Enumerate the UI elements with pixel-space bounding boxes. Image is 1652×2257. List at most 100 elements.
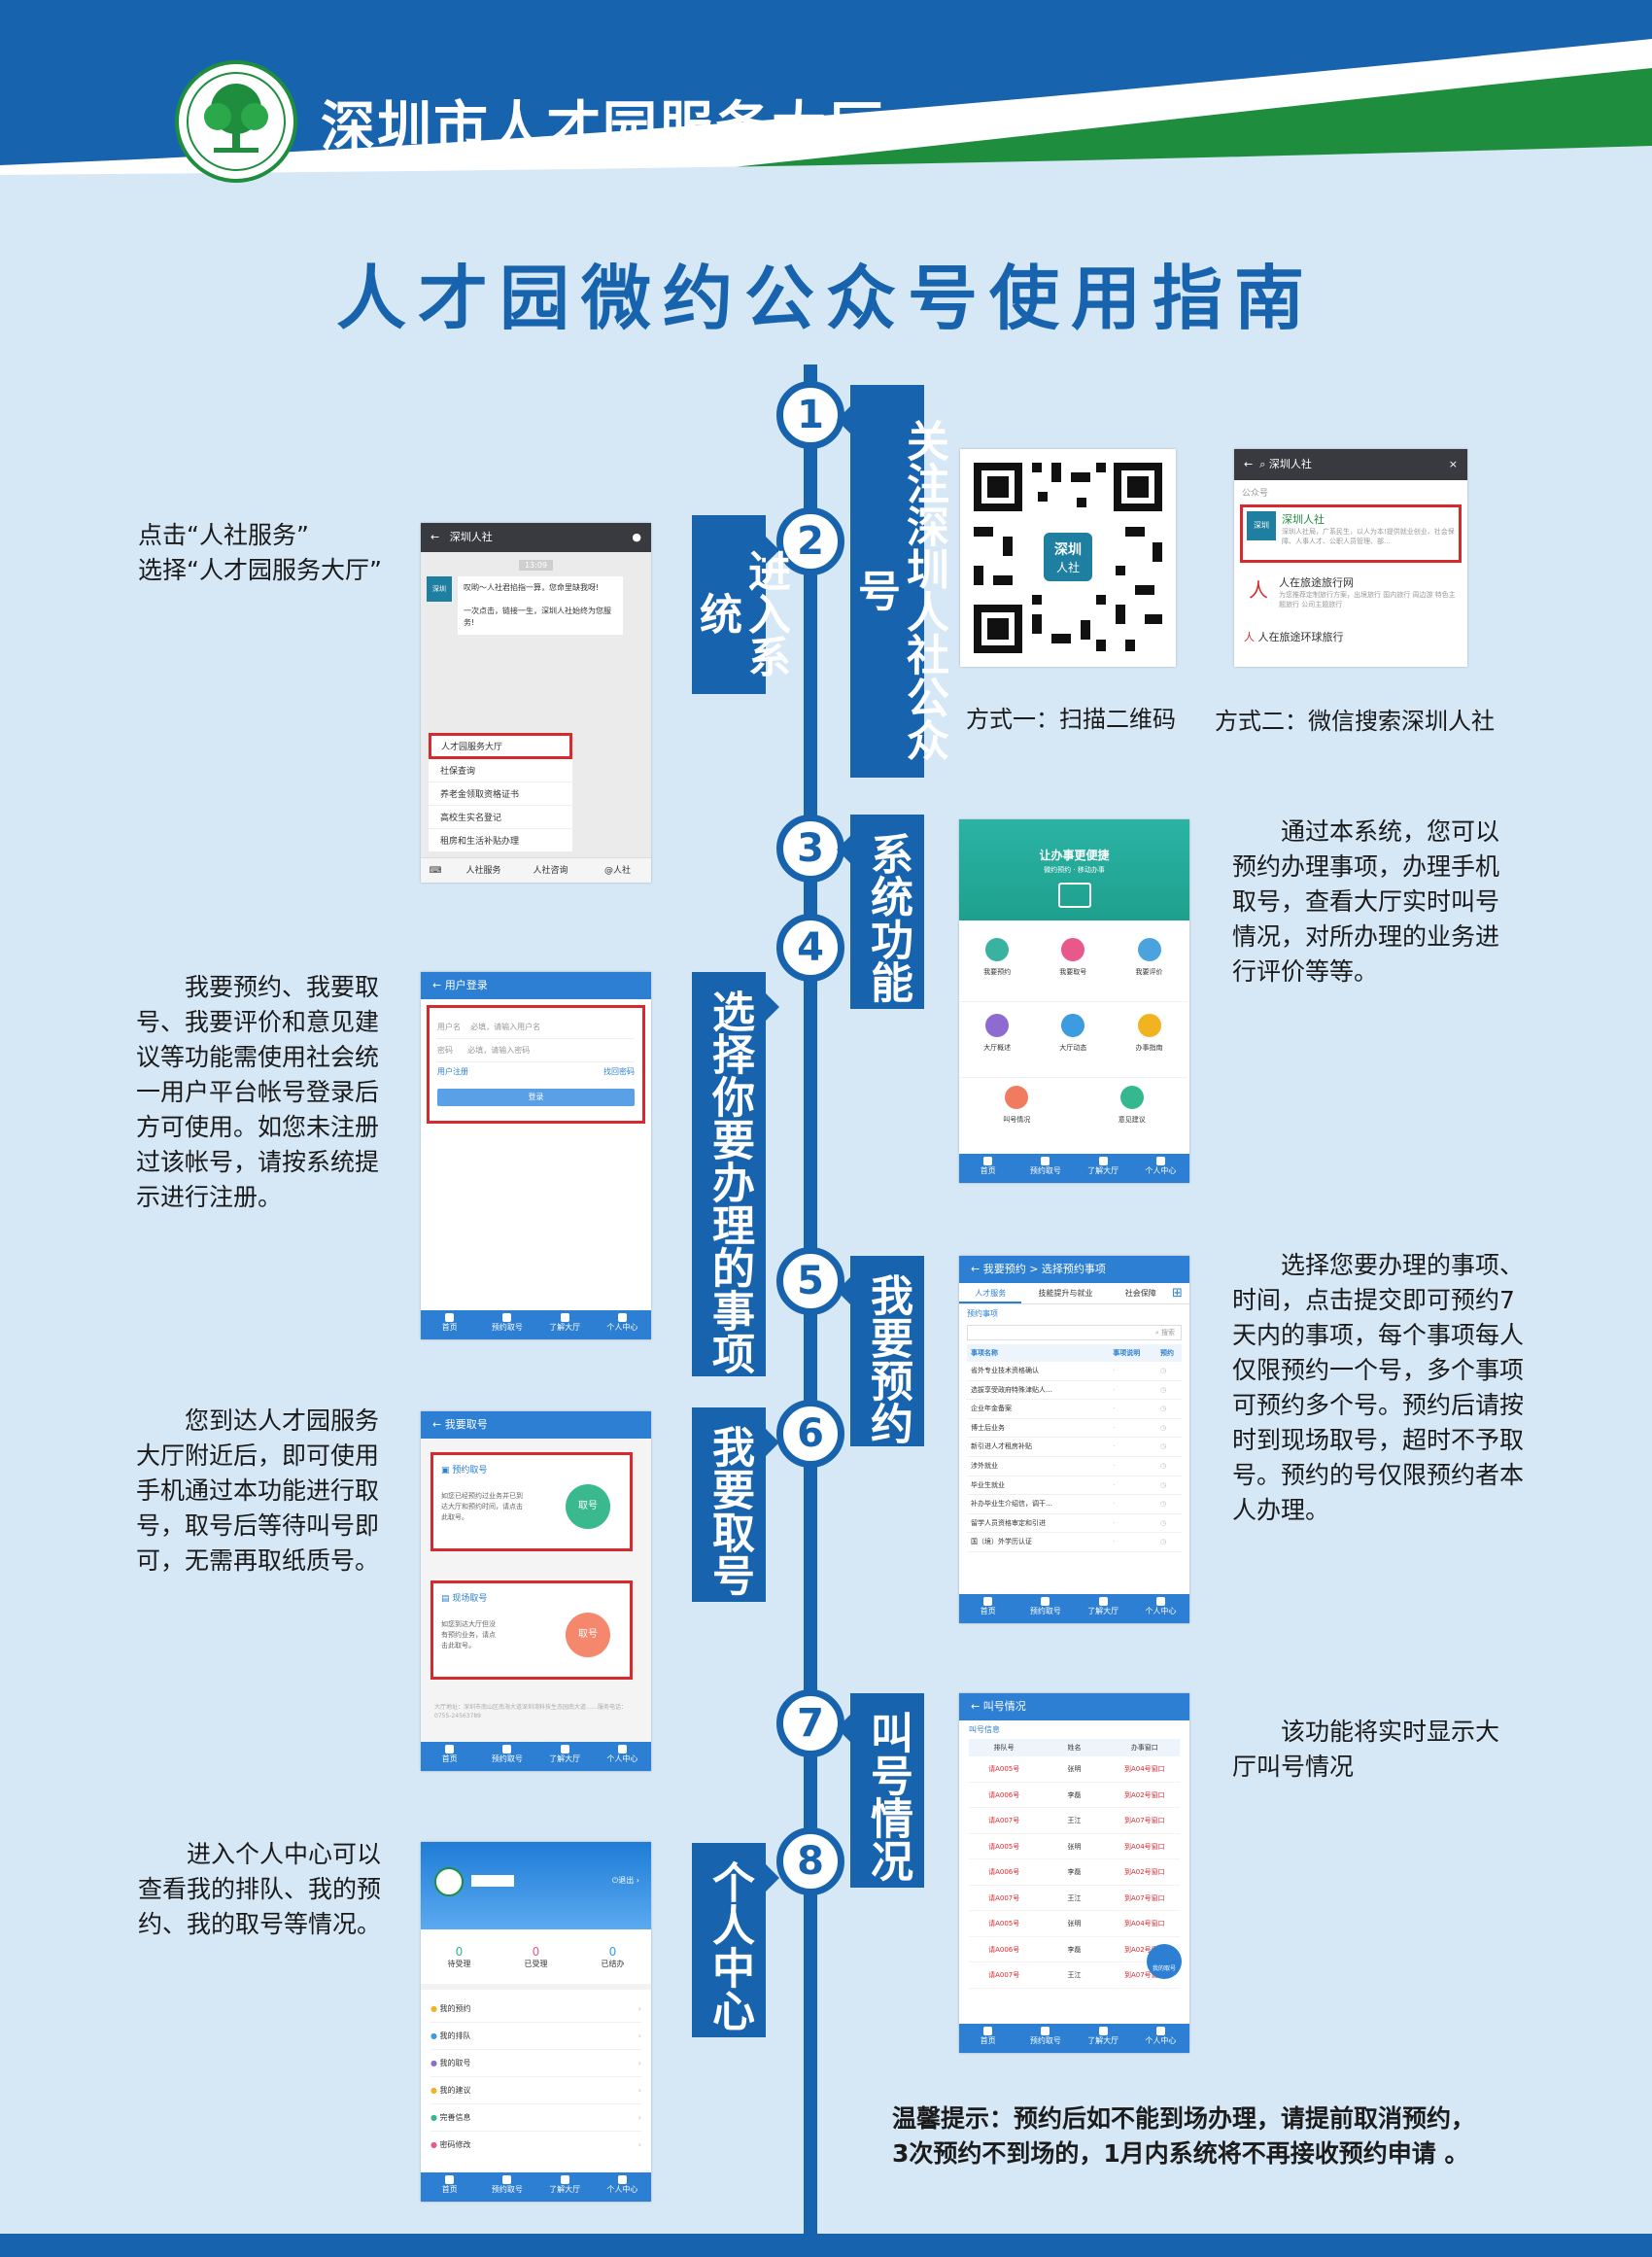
menu-password[interactable]: ● 密码修改› <box>430 2132 641 2159</box>
tab-hall[interactable]: 了解大厅 <box>536 1310 594 1339</box>
tab-profile[interactable]: 个人中心 <box>594 2172 651 2202</box>
menu-my-number[interactable]: ● 我的取号› <box>430 2050 641 2077</box>
home-item-evaluate[interactable]: 我要评价 <box>1111 926 1187 1002</box>
table-row[interactable]: 选拔享受政府特殊津贴人…·◷ <box>967 1381 1182 1401</box>
keyboard-icon[interactable]: ⌨ <box>429 866 442 876</box>
clock-icon[interactable]: ◷ <box>1160 1385 1167 1394</box>
tab-home[interactable]: 首页 <box>421 2172 478 2202</box>
queue-icon: ● <box>430 2031 437 2040</box>
tab-hall[interactable]: 了解大厅 <box>536 2172 594 2202</box>
user-icon[interactable]: ● <box>632 531 641 543</box>
table-row[interactable]: 留学人员资格审定和引进·◷ <box>967 1514 1182 1534</box>
table-row[interactable]: 涉外就业·◷ <box>967 1457 1182 1476</box>
tab-home[interactable]: 首页 <box>421 1742 478 1771</box>
clock-icon[interactable]: ◷ <box>1160 1442 1167 1451</box>
logout-button[interactable]: ⏻退出 › <box>611 1876 639 1885</box>
close-icon[interactable]: × <box>1448 458 1458 470</box>
back-icon[interactable]: ← <box>432 1418 442 1431</box>
menu-item-talent-hall[interactable]: 人才园服务大厅 <box>429 733 572 759</box>
search-result-2[interactable]: 人 人在旅途旅行网 为您推荐定制旅行方案，出境旅行 国内旅行 周边游 特色主题旅… <box>1240 571 1462 621</box>
back-icon[interactable]: ← <box>1244 458 1254 470</box>
clock-icon[interactable]: ◷ <box>1160 1423 1167 1432</box>
menu-profile-info[interactable]: ● 完善信息› <box>430 2104 641 2132</box>
table-row[interactable]: 省外专业技术资格确认·◷ <box>967 1362 1182 1381</box>
table-row[interactable]: 企业年金备案·◷ <box>967 1400 1182 1419</box>
tab-reserve[interactable]: 预约取号 <box>1016 1594 1074 1623</box>
username-input[interactable]: 必填，请输入用户名 <box>470 1023 541 1031</box>
tab-hall[interactable]: 了解大厅 <box>536 1742 594 1771</box>
tab-reserve[interactable]: 预约取号 <box>478 2172 535 2202</box>
tab-reserve[interactable]: 预约取号 <box>1016 1154 1074 1183</box>
tab-talent[interactable]: 人才服务 <box>959 1283 1022 1303</box>
tab-profile[interactable]: 个人中心 <box>1132 2024 1189 2053</box>
tab-rs-service[interactable]: 人社服务 <box>465 866 501 876</box>
password-input[interactable]: 必填，请输入密码 <box>467 1046 531 1055</box>
search-result-1[interactable]: 深圳 深圳人社 深圳人社局，广系民生，以人为本!提供就业创业、社会保障、人事人才… <box>1240 504 1462 563</box>
menu-label: 密码修改 <box>439 2140 471 2149</box>
clock-icon[interactable]: ◷ <box>1160 1518 1167 1527</box>
tab-social[interactable]: 社会保障 <box>1124 1289 1156 1298</box>
menu-my-suggestions[interactable]: ● 我的建议› <box>430 2077 641 2104</box>
forgot-link[interactable]: 找回密码 <box>603 1067 635 1076</box>
tab-home[interactable]: 首页 <box>421 1310 478 1339</box>
table-row[interactable]: 国（境）外学历认证·◷ <box>967 1533 1182 1552</box>
clock-icon[interactable]: ◷ <box>1160 1480 1167 1489</box>
tab-home[interactable]: 首页 <box>959 1154 1016 1183</box>
table-row[interactable]: 补办毕业生介绍信，调干…·◷ <box>967 1495 1182 1514</box>
tab-profile[interactable]: 个人中心 <box>1132 1594 1189 1623</box>
tab-profile[interactable]: 个人中心 <box>594 1310 651 1339</box>
home-item-queue[interactable]: 叫号情况 <box>959 1078 1075 1142</box>
menu-item-social-security[interactable]: 社保查询 <box>429 759 572 782</box>
search-bar[interactable]: ← ⌕ 深圳人社 × <box>1234 449 1467 480</box>
table-row[interactable]: 毕业生就业·◷ <box>967 1476 1182 1496</box>
reserve-search[interactable]: ⌕ 搜索 <box>967 1325 1182 1340</box>
menu-item-graduate[interactable]: 高校生实名登记 <box>429 806 572 829</box>
home-item-overview[interactable]: 大厅概述 <box>959 1002 1036 1078</box>
result-1-name: 深圳人社 <box>1282 513 1325 526</box>
table-row[interactable]: 博士后业务·◷ <box>967 1419 1182 1439</box>
home-item-reserve[interactable]: 我要预约 <box>959 926 1036 1002</box>
tab-hall[interactable]: 了解大厅 <box>1075 1594 1132 1623</box>
tab-rs-consult[interactable]: 人社咨询 <box>533 866 568 876</box>
clock-icon[interactable]: ◷ <box>1160 1538 1167 1546</box>
tab-profile[interactable]: 个人中心 <box>594 1742 651 1771</box>
back-icon[interactable]: ← <box>971 1700 981 1713</box>
chevron-right-icon: › <box>637 2059 641 2067</box>
tab-hall[interactable]: 了解大厅 <box>1075 2024 1132 2053</box>
home-item-label: 办事指南 <box>1135 1044 1163 1052</box>
menu-item-housing[interactable]: 租房和生活补贴办理 <box>440 837 520 847</box>
queue-person: 王江 <box>1067 1893 1082 1902</box>
tab-home[interactable]: 首页 <box>959 1594 1016 1623</box>
plus-icon[interactable]: ⊞ <box>1171 1286 1183 1301</box>
clock-icon[interactable]: ◷ <box>1160 1405 1167 1413</box>
login-button[interactable]: 登录 <box>437 1089 635 1106</box>
tab-skill[interactable]: 技能提升与就业 <box>1038 1289 1093 1298</box>
clock-icon[interactable]: ◷ <box>1160 1367 1167 1374</box>
tab-at-rs[interactable]: @人社 <box>603 866 631 876</box>
register-link[interactable]: 用户注册 <box>437 1067 468 1076</box>
home-item-take[interactable]: 我要取号 <box>1035 926 1112 1002</box>
back-icon[interactable]: ← <box>971 1263 981 1275</box>
card2-button[interactable]: 取号 <box>566 1613 610 1657</box>
menu-my-queue[interactable]: ● 我的排队› <box>430 2023 641 2050</box>
tab-reserve[interactable]: 预约取号 <box>478 1310 535 1339</box>
my-number-float[interactable]: 我的取号 <box>1147 1944 1182 1979</box>
tab-reserve[interactable]: 预约取号 <box>1016 2024 1074 2053</box>
clock-icon[interactable]: ◷ <box>1160 1461 1167 1470</box>
card1-button[interactable]: 取号 <box>566 1484 610 1529</box>
tab-home[interactable]: 首页 <box>959 2024 1016 2053</box>
back-icon[interactable]: ← <box>432 979 442 991</box>
tab-reserve[interactable]: 预约取号 <box>478 1742 535 1771</box>
menu-my-reservations[interactable]: ● 我的预约› <box>430 1996 641 2023</box>
menu-item-pension[interactable]: 养老金领取资格证书 <box>429 782 572 806</box>
home-item-guide[interactable]: 办事指南 <box>1111 1002 1187 1078</box>
tab-profile[interactable]: 个人中心 <box>1132 1154 1189 1183</box>
search-result-3[interactable]: 人 人在旅途环球旅行 <box>1240 629 1462 644</box>
home-item-news[interactable]: 大厅动态 <box>1035 1002 1112 1078</box>
home-item-suggest[interactable]: 意见建议 <box>1075 1078 1190 1142</box>
tab-hall[interactable]: 了解大厅 <box>1075 1154 1132 1183</box>
step-2-banner: 进入系统 <box>692 515 790 694</box>
table-row[interactable]: 新引进人才租房补贴·◷ <box>967 1438 1182 1457</box>
back-icon[interactable]: ← <box>430 531 440 543</box>
clock-icon[interactable]: ◷ <box>1160 1500 1167 1509</box>
